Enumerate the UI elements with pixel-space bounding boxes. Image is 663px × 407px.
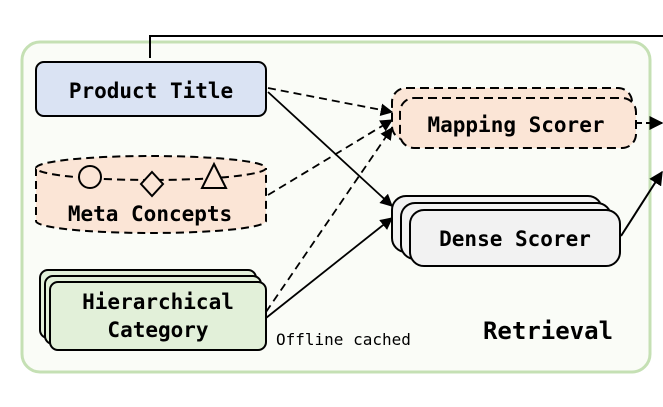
hierarchical-label-line1: Hierarchical — [82, 290, 234, 314]
meta-concepts-node: Meta Concepts — [35, 155, 267, 234]
mapping-scorer-node: Mapping Scorer — [391, 87, 637, 149]
retrieval-title: Retrieval — [483, 317, 613, 345]
arrow-hier-to-mapping — [265, 126, 393, 313]
product-title-node: Product Title — [35, 61, 267, 117]
arrow-hier-to-dense — [265, 217, 393, 319]
arrow-product-to-dense — [267, 91, 393, 207]
circle-icon — [78, 165, 102, 189]
hierarchical-label-line2: Category — [107, 318, 209, 342]
meta-concepts-label: Meta Concepts — [68, 202, 232, 226]
arrow-product-to-mapping — [267, 87, 394, 117]
hierarchical-category-node: Hierarchical Category — [39, 269, 267, 351]
top-connector-line — [149, 35, 663, 58]
dense-scorer-label: Dense Scorer — [439, 227, 591, 251]
offline-cached-label: Offline cached — [276, 330, 411, 349]
mapping-scorer-label: Mapping Scorer — [427, 113, 604, 137]
product-title-label: Product Title — [69, 79, 233, 103]
dense-scorer-node: Dense Scorer — [391, 195, 621, 267]
arrow-meta-to-mapping — [267, 119, 394, 196]
triangle-icon — [200, 161, 228, 189]
diamond-icon — [139, 170, 165, 198]
dense-output-arrow — [620, 170, 663, 237]
